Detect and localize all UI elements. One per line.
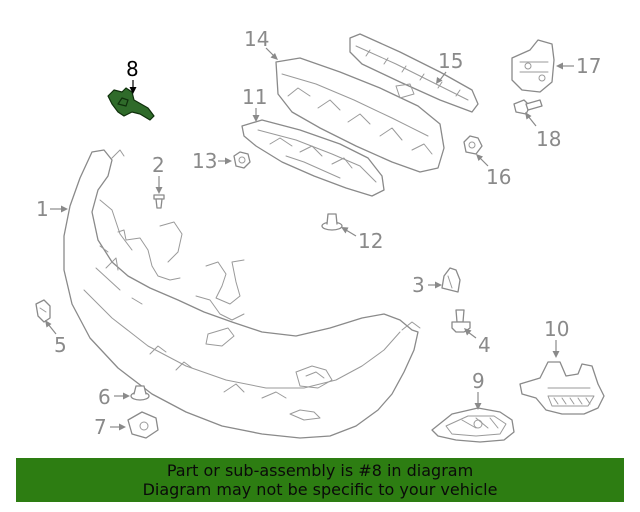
callout-label-15: 15 (438, 49, 463, 73)
callout-label-1: 1 (36, 197, 49, 221)
callout-label-13: 13 (192, 149, 217, 173)
part-1-bumper-cover[interactable] (63, 149, 421, 439)
part-15-reinforcement[interactable] (349, 33, 479, 113)
callout-label-9: 9 (472, 369, 485, 393)
banner-line-2: Diagram may not be specific to your vehi… (142, 480, 498, 499)
callout-12: 12 (341, 227, 383, 253)
callout-label-6: 6 (98, 385, 111, 409)
part-11-absorber[interactable] (241, 119, 385, 197)
callout-label-5: 5 (54, 333, 67, 357)
part-18-bolt[interactable] (513, 99, 543, 115)
callout-label-4: 4 (478, 333, 491, 357)
callout-5: 5 (45, 320, 67, 357)
callout-label-3: 3 (412, 273, 425, 297)
callout-8: 8 (126, 57, 139, 94)
callout-2: 2 (152, 153, 165, 194)
callout-label-8: 8 (126, 57, 139, 81)
part-6-clip[interactable] (130, 385, 150, 401)
callout-label-11: 11 (242, 85, 267, 109)
part-12-push-clip[interactable] (321, 213, 343, 231)
part-16-nut[interactable] (463, 135, 483, 155)
callout-label-16: 16 (486, 165, 511, 189)
callout-3: 3 (412, 273, 442, 297)
callout-16: 16 (476, 154, 511, 189)
part-4-bolt[interactable] (451, 309, 471, 333)
callout-14: 14 (244, 27, 278, 60)
callout-18: 18 (525, 112, 561, 151)
callout-6: 6 (98, 385, 130, 409)
callout-label-10: 10 (544, 317, 569, 341)
callout-label-18: 18 (536, 127, 561, 151)
callout-4: 4 (464, 328, 491, 357)
callout-17: 17 (556, 54, 601, 78)
banner-line-1: Part or sub-assembly is #8 in diagram (166, 461, 474, 480)
part-13-nut[interactable] (233, 151, 251, 169)
callout-11: 11 (242, 85, 267, 122)
part-9-bezel[interactable] (431, 407, 515, 443)
callout-9: 9 (472, 369, 485, 410)
part-17-mount-bracket[interactable] (511, 39, 555, 93)
part-2-screw[interactable] (153, 194, 165, 209)
part-8-bracket-highlighted[interactable] (107, 87, 155, 121)
callout-label-7: 7 (94, 415, 107, 439)
callout-label-17: 17 (576, 54, 601, 78)
callout-13: 13 (192, 149, 232, 173)
part-10-bracket[interactable] (519, 361, 605, 415)
part-7-grommet[interactable] (127, 411, 159, 439)
callout-10: 10 (544, 317, 569, 358)
part-14-upper-absorber[interactable] (275, 57, 445, 173)
part-5-retainer[interactable] (35, 299, 51, 323)
callout-7: 7 (94, 415, 126, 439)
callout-15: 15 (436, 49, 463, 84)
part-3-clip[interactable] (441, 267, 461, 293)
callout-label-2: 2 (152, 153, 165, 177)
callout-label-14: 14 (244, 27, 269, 51)
callout-1: 1 (36, 197, 68, 221)
callout-label-12: 12 (358, 229, 383, 253)
info-banner: Part or sub-assembly is #8 in diagram Di… (16, 458, 624, 502)
